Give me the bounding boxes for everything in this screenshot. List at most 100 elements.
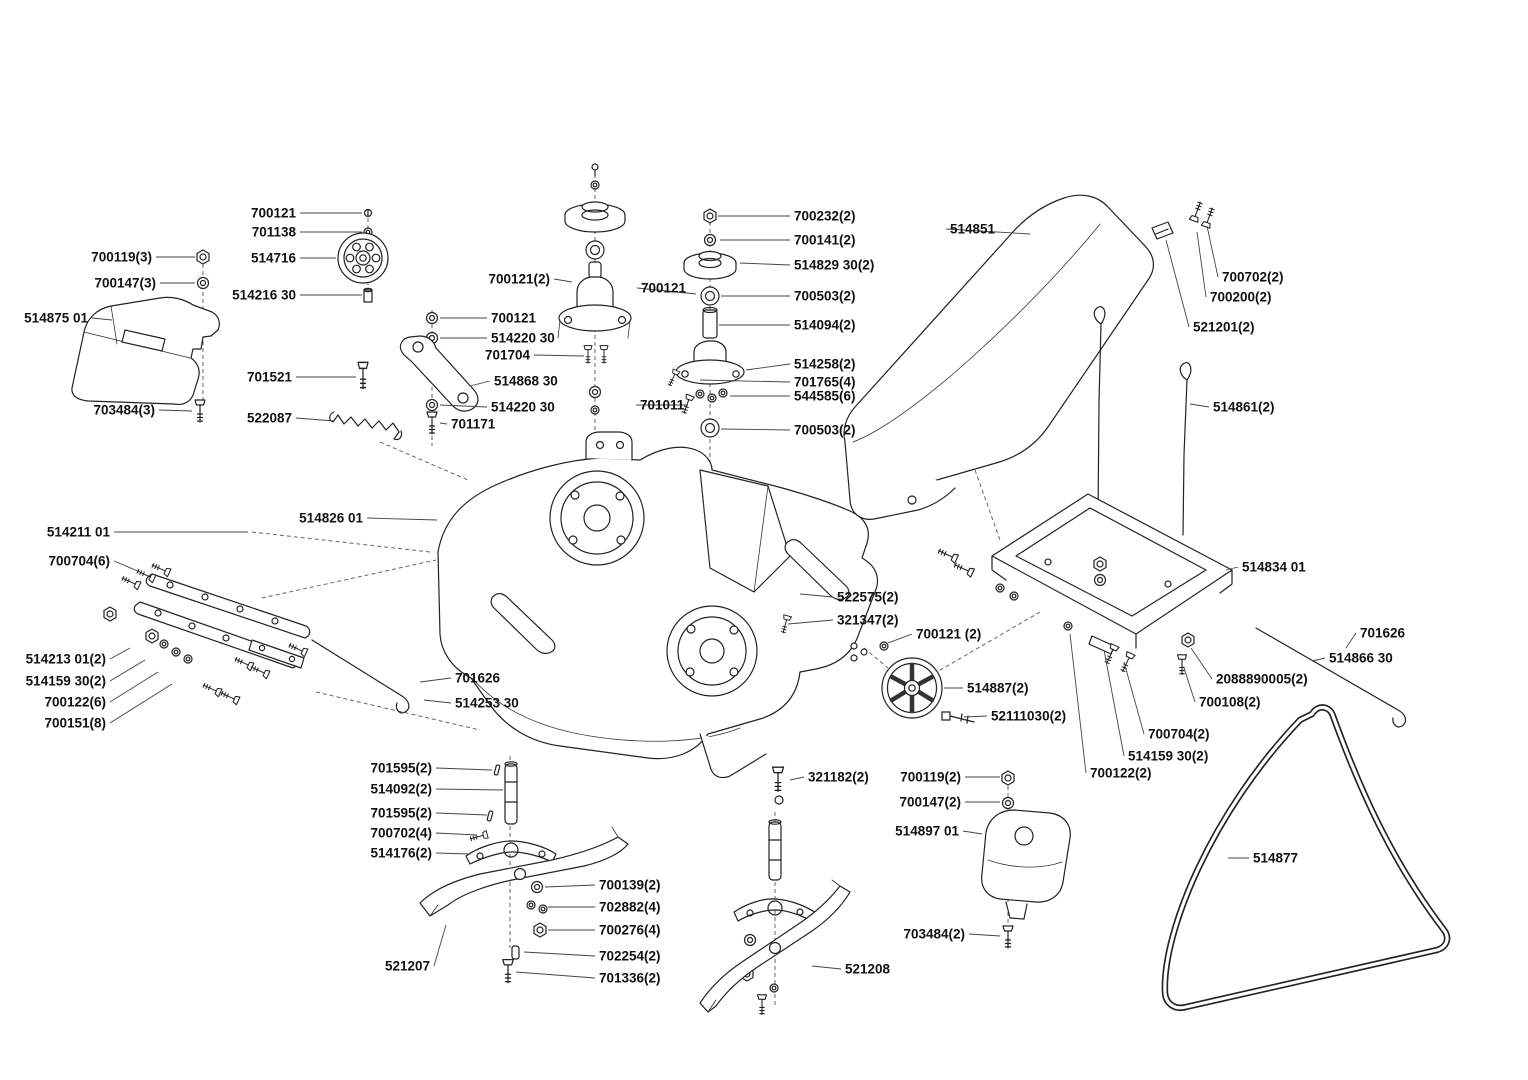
part-label: 701704 xyxy=(485,348,531,363)
leader-line xyxy=(433,924,447,967)
drive-belt-514877 xyxy=(1161,704,1451,1011)
leader-lines xyxy=(91,212,1357,979)
discharge-belt-cover-514851 xyxy=(843,194,1154,520)
bolt-703484 xyxy=(194,399,206,423)
leader-line xyxy=(469,380,491,387)
leader-line xyxy=(1206,225,1219,278)
part-label: 514176(2) xyxy=(370,846,432,861)
spindle-assembly-left xyxy=(557,163,632,415)
leader-line xyxy=(366,517,438,521)
part-label: 703484(3) xyxy=(93,403,155,418)
part-label: 700704(6) xyxy=(48,554,110,569)
frame-mount-hardware xyxy=(1063,621,1195,676)
leader-line xyxy=(553,278,573,283)
part-label: 514159 30(2) xyxy=(26,674,106,689)
part-label: 700503(2) xyxy=(794,423,856,438)
part-label: 514216 30 xyxy=(232,288,296,303)
part-label: 701765(4) xyxy=(794,375,856,390)
leader-line xyxy=(1123,661,1145,735)
part-label: 701336(2) xyxy=(599,971,661,986)
part-label: 514826 01 xyxy=(299,511,363,526)
washer-700147-2 xyxy=(1001,796,1015,810)
part-label: 700119(2) xyxy=(900,770,961,785)
leader-line xyxy=(962,830,983,835)
hanger-bracket-group-left xyxy=(103,560,311,706)
leader-line xyxy=(1196,231,1207,298)
part-label: 514829 30(2) xyxy=(794,258,874,273)
leader-line xyxy=(435,767,493,771)
part-label: 701626 xyxy=(455,671,501,686)
leader-line xyxy=(1190,647,1213,680)
belt-guard-cover-514875 xyxy=(71,296,220,406)
leader-line xyxy=(109,683,173,724)
mower-deck-514826 xyxy=(437,431,889,779)
part-label: 700121(2) xyxy=(488,272,550,287)
part-label: 701171 xyxy=(451,417,496,432)
leader-line xyxy=(544,884,596,888)
leader-line xyxy=(1165,239,1190,328)
part-label: 521201(2) xyxy=(1193,320,1255,335)
part-label: 321182(2) xyxy=(808,770,869,785)
part-label: 514851 xyxy=(950,222,996,237)
part-label: 700147(2) xyxy=(899,795,961,810)
part-label: 514211 01 xyxy=(47,525,111,540)
part-label: 514716 xyxy=(251,251,297,266)
leader-line xyxy=(113,560,141,573)
part-label: 522575(2) xyxy=(837,590,899,605)
part-label: 701521 xyxy=(247,370,293,385)
part-label: 514258(2) xyxy=(794,357,856,372)
part-label: 700122(6) xyxy=(44,695,106,710)
rear-frame-514834 xyxy=(936,493,1233,649)
nut-700119 xyxy=(196,249,210,265)
leader-line xyxy=(699,379,791,383)
leader-line xyxy=(109,659,146,682)
leader-line xyxy=(295,417,335,422)
part-label: 700108(2) xyxy=(1199,695,1261,710)
part-label: 700139(2) xyxy=(599,878,661,893)
part-label: 514220 30 xyxy=(491,400,555,415)
cover-fasteners-top-right xyxy=(1151,200,1218,240)
leader-line xyxy=(739,262,791,266)
part-label: 700141(2) xyxy=(794,233,856,248)
part-label: 522087 xyxy=(247,411,292,426)
idler-pulley-514716 xyxy=(337,208,389,303)
part-label: 700121 xyxy=(251,206,297,221)
part-label: 514092(2) xyxy=(370,782,432,797)
leader-line xyxy=(1311,657,1326,662)
part-label: 514220 30 xyxy=(491,331,555,346)
part-label: 514861(2) xyxy=(1213,400,1275,415)
leader-line xyxy=(968,933,1001,937)
part-label: 700121 (2) xyxy=(916,627,981,642)
part-label: 514253 30 xyxy=(455,696,519,711)
part-label: 701011 xyxy=(640,398,685,413)
part-label: 700121 xyxy=(641,281,687,296)
leader-line xyxy=(1069,633,1087,774)
leader-line xyxy=(787,619,834,625)
part-label: 700122(2) xyxy=(1090,766,1152,781)
part-label: 514897 01 xyxy=(895,824,959,839)
leader-line xyxy=(515,971,596,979)
part-label: 544585(6) xyxy=(794,389,856,404)
part-label: 700503(2) xyxy=(794,289,856,304)
leader-line xyxy=(523,951,596,957)
lift-rod-514253 xyxy=(311,639,410,714)
part-label: 514866 30 xyxy=(1329,651,1393,666)
part-label: 701595(2) xyxy=(370,761,432,776)
washer-700147 xyxy=(196,276,210,290)
part-label: 514877 xyxy=(1253,851,1298,866)
leader-line xyxy=(435,812,488,816)
part-label: 514887(2) xyxy=(967,681,1029,696)
deflector-cover-514897 xyxy=(981,809,1071,920)
part-label: 514213 01(2) xyxy=(26,652,106,667)
part-label: 521207 xyxy=(385,959,430,974)
part-labels: 700119(3)700147(3)514875 01703484(3)5142… xyxy=(24,206,1405,986)
part-label: 700200(2) xyxy=(1210,290,1272,305)
leader-line xyxy=(1183,667,1196,703)
leader-line xyxy=(636,287,697,295)
gauge-wheel-514887 xyxy=(881,657,975,724)
leader-line xyxy=(419,677,452,683)
leader-line xyxy=(811,965,842,970)
lift-rod-514866 xyxy=(1255,627,1407,728)
